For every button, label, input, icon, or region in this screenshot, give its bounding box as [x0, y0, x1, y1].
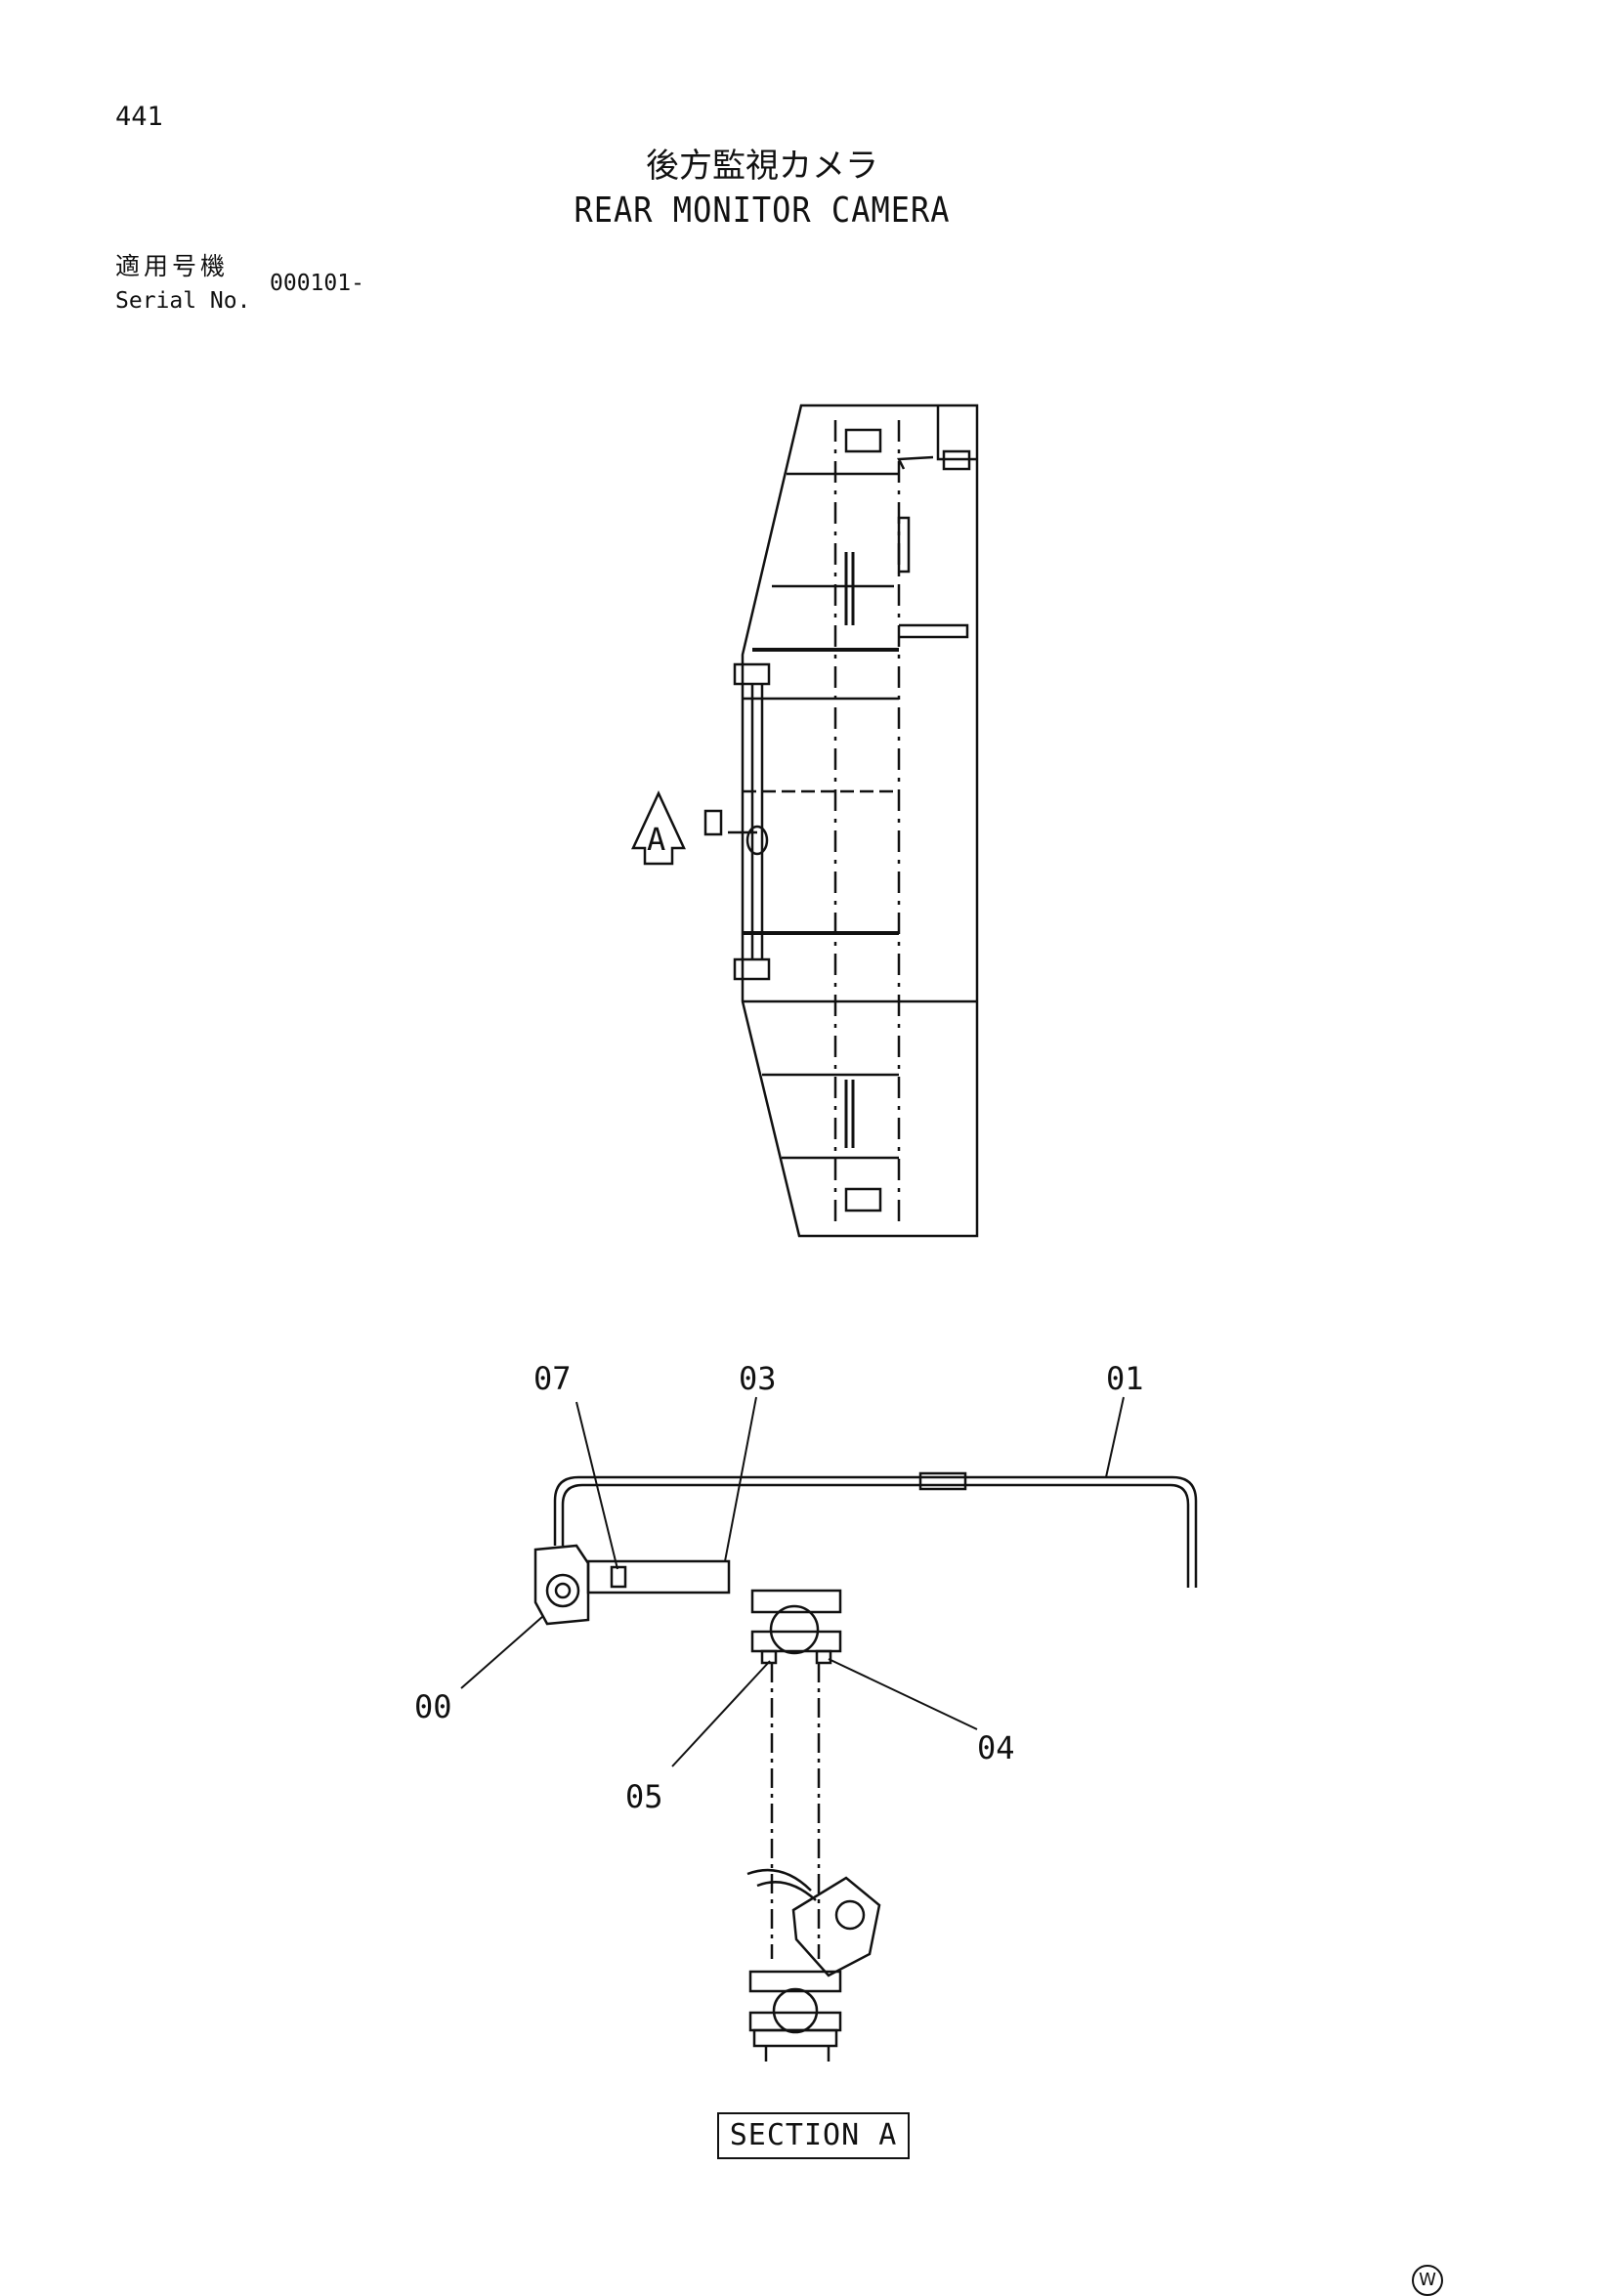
page-number: 441 — [115, 102, 163, 132]
view-marker: A — [647, 821, 665, 858]
callout-03: 03 — [739, 1360, 777, 1397]
serial-label-english: Serial No. — [115, 288, 251, 314]
callout-05: 05 — [625, 1778, 663, 1815]
counterweight-outline — [703, 404, 979, 1238]
title-japanese: 後方監視カメラ — [646, 147, 878, 186]
leader-lines — [460, 1396, 1125, 1767]
serial-value: 000101- — [270, 271, 364, 296]
callout-00: 00 — [414, 1688, 452, 1725]
callout-07: 07 — [533, 1360, 572, 1397]
callout-01: 01 — [1106, 1360, 1144, 1397]
callout-04: 04 — [977, 1729, 1015, 1766]
serial-label-japanese: 適用号機 — [115, 252, 230, 280]
title-english: REAR MONITOR CAMERA — [574, 190, 951, 231]
section-a-label: SECTION A — [717, 2112, 910, 2159]
corner-mark: W — [1412, 2265, 1443, 2296]
section-a-assembly — [533, 1471, 1198, 2062]
view-arrow-a — [631, 790, 686, 866]
